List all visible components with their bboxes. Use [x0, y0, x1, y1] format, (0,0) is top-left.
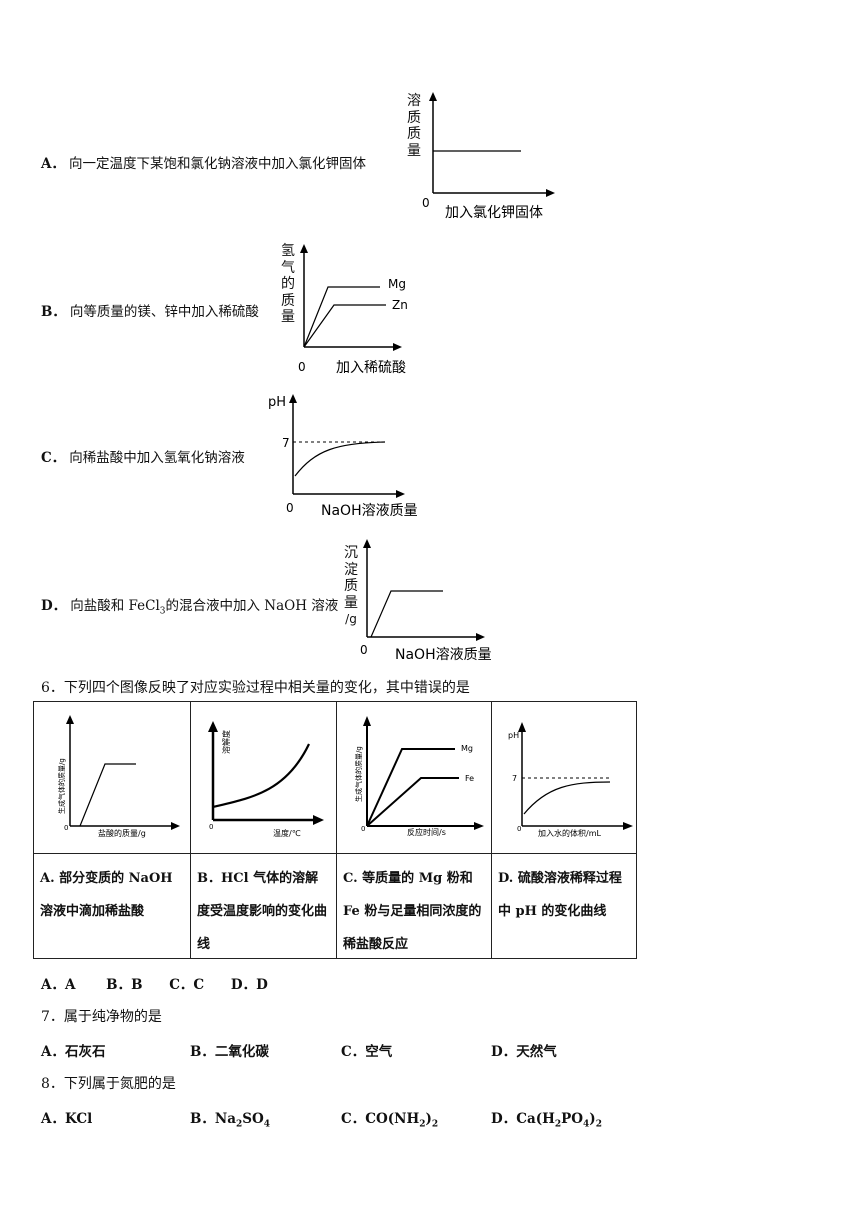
q8-option-a: A．KCl: [41, 1111, 93, 1127]
q6-answer-a: A．A: [41, 977, 76, 993]
option-b-origin: 0: [298, 360, 306, 374]
q6-answers: A．A B．B C．C D．D: [41, 973, 268, 993]
option-c-text: C．向稀盐酸中加入氢氧化钠溶液: [41, 450, 245, 466]
q6-answer-d: D．D: [230, 977, 268, 993]
option-d-origin: 0: [360, 643, 368, 657]
q6-chart-d-cell: pH 7 0 加入水的体积/mL: [491, 701, 637, 854]
q6-caption-c: C. 等质量的 Mg 粉和 Fe 粉与足量相同浓度的稀盐酸反应: [343, 871, 482, 952]
q6-chart-c-series-fe: Fe: [465, 774, 474, 783]
q8-stem: 8．下列属于氮肥的是: [41, 1076, 176, 1092]
option-b-series-zn: Zn: [392, 298, 408, 312]
q7-option-c: C．空气: [341, 1044, 393, 1060]
q6-chart-b-origin: 0: [209, 823, 213, 831]
q6-chart-a-origin: 0: [64, 824, 68, 832]
q7-option-d: D．天然气: [491, 1044, 557, 1060]
q6-chart-b-xlabel: 温度/℃: [273, 828, 301, 838]
option-c-origin: 0: [286, 501, 294, 515]
q6-chart-a-ylabel: 生成气体的质量/g: [57, 758, 66, 814]
q6-chart-d-ylabel: pH: [508, 731, 519, 740]
q6-chart-c-series-mg: Mg: [461, 744, 473, 753]
q7-option-a: A．石灰石: [41, 1044, 106, 1060]
q6-caption-d: D. 硫酸溶液稀释过程中 pH 的变化曲线: [498, 871, 622, 919]
option-a-text: A．向一定温度下某饱和氯化钠溶液中加入氯化钾固体: [41, 156, 366, 172]
option-b-series-mg: Mg: [388, 277, 406, 291]
option-d-x-label: NaOH溶液质量: [395, 647, 492, 663]
option-a-origin: 0: [422, 196, 430, 210]
q6-chart-d-origin: 0: [517, 825, 521, 833]
q6-chart-c-xlabel: 反应时间/s: [407, 827, 446, 837]
option-d-graph: 0 NaOH溶液质量: [360, 539, 492, 663]
option-c-y-label: pH: [268, 395, 286, 410]
q6-caption-b: B．HCl 气体的溶解度受温度影响的变化曲线: [197, 871, 328, 952]
option-d-text: D．向盐酸和 FeCl3的混合液中加入 NaOH 溶液: [41, 598, 339, 617]
option-d-y-label: 沉 淀 质 量 /g: [344, 545, 358, 626]
q6-caption-a-cell: A. 部分变质的 NaOH 溶液中滴加稀盐酸: [33, 853, 191, 959]
q6-table: 生成气体的质量/g 0 盐酸的质量/g 溶解度 0 温度/℃: [33, 701, 637, 959]
q6-chart-c-ylabel: 生成气体的质量/g: [354, 746, 363, 802]
option-b-text: B．向等质量的镁、锌中加入稀硫酸: [41, 304, 259, 320]
option-c-graph: pH 7 0 NaOH溶液质量: [268, 394, 418, 519]
q7-option-b: B．二氧化碳: [190, 1044, 269, 1060]
q6-chart-d-tick-7: 7: [512, 774, 517, 783]
q6-chart-b-cell: 溶解度 0 温度/℃: [190, 701, 337, 854]
q6-chart-c: Mg Fe 生成气体的质量/g 0 反应时间/s: [354, 716, 484, 837]
q8-option-c: C．CO(NH2)2: [341, 1111, 439, 1130]
q6-chart-a-xlabel: 盐酸的质量/g: [98, 828, 146, 838]
q7-stem: 7．属于纯净物的是: [41, 1009, 162, 1025]
option-a-y-label: 溶 质 质 量: [407, 93, 421, 159]
option-b-x-label: 加入稀硫酸: [336, 360, 406, 376]
option-a-x-label: 加入氯化钾固体: [445, 205, 543, 221]
q6-caption-d-cell: D. 硫酸溶液稀释过程中 pH 的变化曲线: [491, 853, 637, 959]
q6-chart-a: 生成气体的质量/g 0 盐酸的质量/g: [57, 715, 180, 838]
q6-chart-c-origin: 0: [361, 825, 365, 833]
q8-option-d: D．Ca(H2PO4)2: [491, 1111, 602, 1130]
q6-caption-b-cell: B．HCl 气体的溶解度受温度影响的变化曲线: [190, 853, 337, 959]
q6-answer-c: C．C: [169, 977, 205, 993]
q6-answer-b: B．B: [106, 977, 143, 993]
q6-chart-b: 溶解度 0 温度/℃: [208, 721, 324, 838]
option-a-graph: 0 加入氯化钾固体: [422, 92, 555, 221]
q6-chart-d: pH 7 0 加入水的体积/mL: [508, 722, 633, 838]
q8-option-b: B．Na2SO4: [190, 1111, 271, 1130]
q6-caption-a: A. 部分变质的 NaOH 溶液中滴加稀盐酸: [40, 871, 173, 919]
q6-chart-c-cell: Mg Fe 生成气体的质量/g 0 反应时间/s: [336, 701, 492, 854]
q6-stem: 6．下列四个图像反映了对应实验过程中相关量的变化，其中错误的是: [41, 680, 470, 696]
option-b-y-label: 氢 气 的 质 量: [281, 243, 295, 325]
option-c-x-label: NaOH溶液质量: [321, 503, 418, 519]
q6-chart-d-xlabel: 加入水的体积/mL: [538, 828, 601, 838]
option-c-tick-7: 7: [282, 436, 290, 450]
q6-caption-c-cell: C. 等质量的 Mg 粉和 Fe 粉与足量相同浓度的稀盐酸反应: [336, 853, 492, 959]
q6-chart-a-cell: 生成气体的质量/g 0 盐酸的质量/g: [33, 701, 191, 854]
option-b-graph: Mg Zn 0 加入稀硫酸: [298, 244, 408, 376]
q6-chart-b-ylabel: 溶解度: [221, 730, 231, 754]
